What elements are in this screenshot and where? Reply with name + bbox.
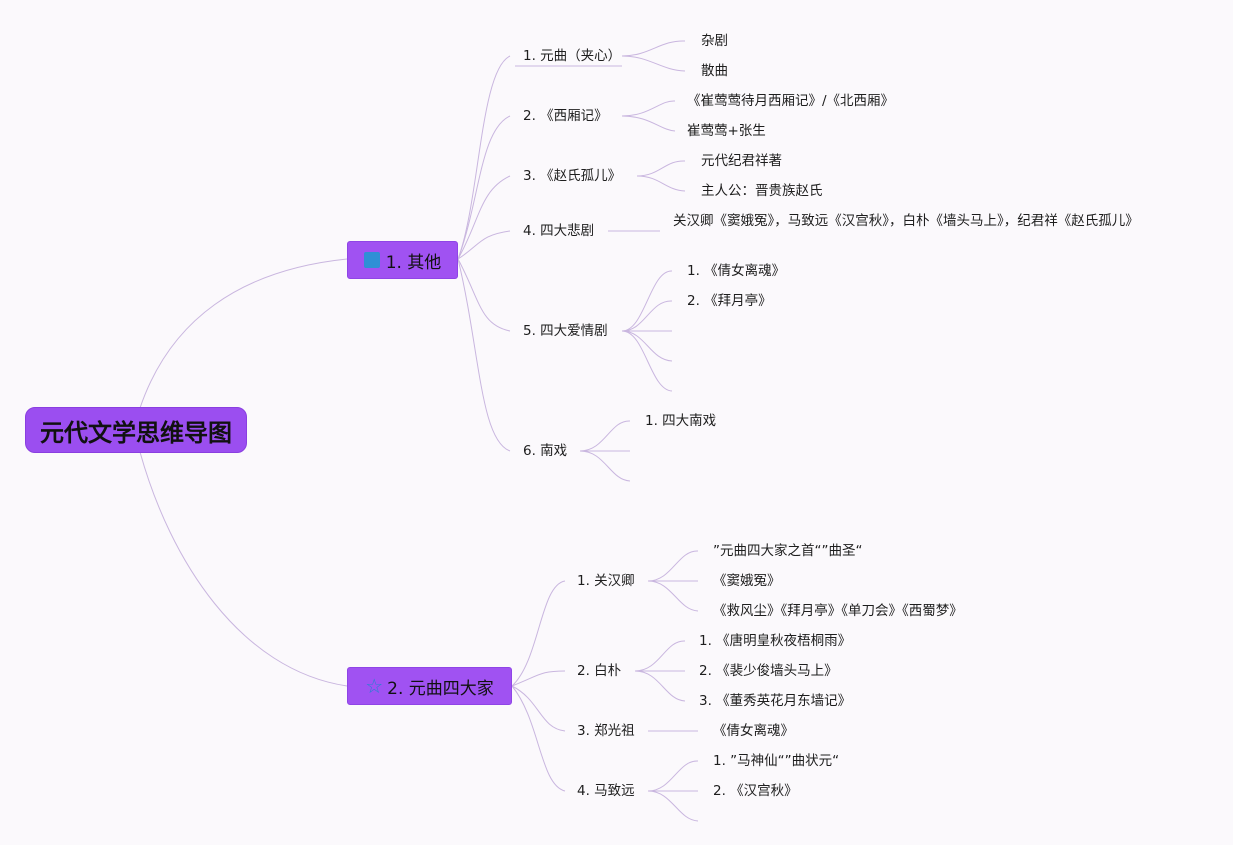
node-zheng-work[interactable]: 《倩女离魂》	[713, 723, 794, 739]
node-qiannv[interactable]: 1. 《倩女离魂》	[687, 263, 786, 279]
node-baiyueting[interactable]: 2. 《拜月亭》	[687, 293, 772, 309]
node-baipu-work-2[interactable]: 2. 《裴少俊墙头马上》	[699, 663, 838, 679]
node-xixiangji[interactable]: 2. 《西厢记》	[523, 108, 608, 124]
node-four-tragedies[interactable]: 4. 四大悲剧	[523, 223, 595, 239]
node-zhaoshi-author[interactable]: 元代纪君祥著	[701, 153, 782, 169]
node-zhengguangzu[interactable]: 3. 郑光祖	[577, 723, 635, 739]
blue-star-icon: ☆	[365, 674, 384, 698]
node-four-love-plays[interactable]: 5. 四大爱情剧	[523, 323, 608, 339]
branch-other-label: 1. 其他	[385, 252, 442, 273]
node-xixiangji-roles[interactable]: 崔莺莺+张生	[687, 123, 766, 139]
node-guan-works[interactable]: 《救风尘》《拜月亭》《单刀会》《西蜀梦》	[713, 603, 963, 619]
node-guan-dou-e[interactable]: 《窦娥冤》	[713, 573, 781, 589]
node-baipu[interactable]: 2. 白朴	[577, 663, 622, 679]
branch-four-masters-label: 2. 元曲四大家	[387, 678, 494, 699]
node-ma-title[interactable]: 1. ”马神仙“”曲状元“	[713, 753, 840, 769]
node-baipu-work-1[interactable]: 1. 《唐明皇秋夜梧桐雨》	[699, 633, 852, 649]
branch-four-masters[interactable]: ☆ 2. 元曲四大家	[347, 667, 512, 705]
node-zaju[interactable]: 杂剧	[701, 33, 728, 49]
branch-other[interactable]: 1. 其他	[347, 241, 458, 279]
node-xixiangji-title[interactable]: 《崔莺莺待月西厢记》/《北西厢》	[687, 93, 895, 109]
blue-square-icon	[363, 252, 380, 268]
node-nanxi[interactable]: 6. 南戏	[523, 443, 568, 459]
node-mazhiyuan[interactable]: 4. 马致远	[577, 783, 635, 799]
node-four-tragedies-list[interactable]: 关汉卿《窦娥冤》，马致远《汉宫秋》，白朴《墙头马上》，纪君祥《赵氏孤儿》	[673, 213, 1139, 229]
node-guanhanqing[interactable]: 1. 关汉卿	[577, 573, 635, 589]
root-node[interactable]: 元代文学思维导图	[25, 407, 247, 453]
node-guan-title[interactable]: ”元曲四大家之首“”曲圣“	[713, 543, 863, 559]
node-zhaoshi-hero[interactable]: 主人公：晋贵族赵氏	[701, 183, 823, 199]
node-yuanqu[interactable]: 1. 元曲（夹心）	[523, 48, 622, 64]
node-four-nanxi[interactable]: 1. 四大南戏	[645, 413, 717, 429]
node-ma-work[interactable]: 2. 《汉宫秋》	[713, 783, 798, 799]
node-baipu-work-3[interactable]: 3. 《董秀英花月东墙记》	[699, 693, 852, 709]
node-zhaoshi[interactable]: 3. 《赵氏孤儿》	[523, 168, 622, 184]
node-sanqu[interactable]: 散曲	[701, 63, 728, 79]
